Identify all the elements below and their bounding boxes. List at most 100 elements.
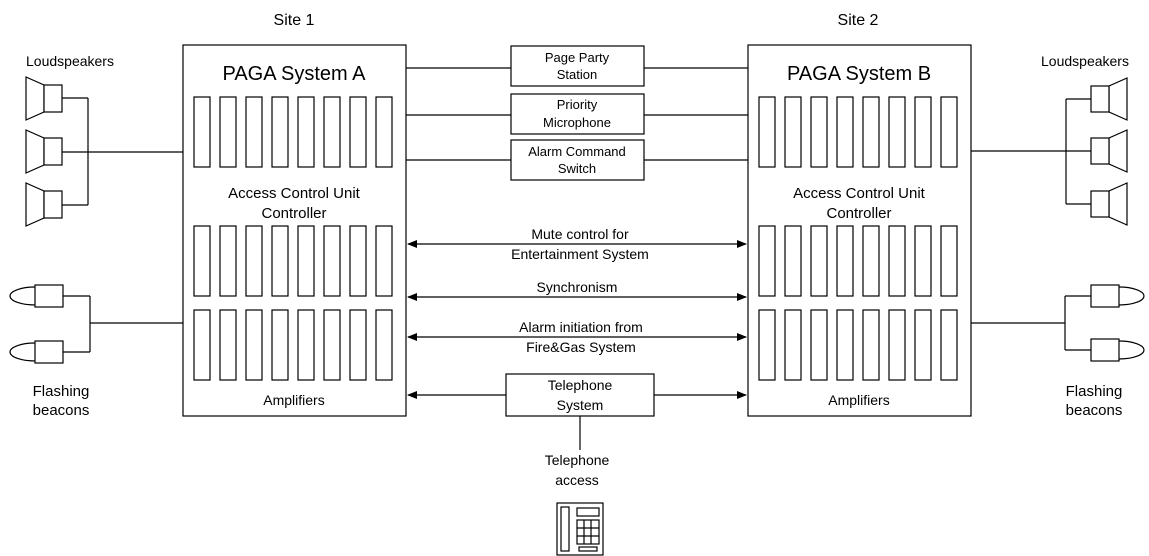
module-slot [193, 96, 211, 168]
system-a-amplifiers: Amplifiers [263, 392, 324, 408]
module-slot [349, 96, 367, 168]
loudspeaker-icon [25, 76, 63, 121]
synchronism-link: Synchronism [407, 279, 747, 301]
module-slot [271, 96, 289, 168]
telephone-system-line2: System [557, 397, 604, 413]
beacon-icon [1090, 284, 1145, 308]
left-loudspeakers-label: Loudspeakers [26, 53, 114, 69]
module-slot [245, 96, 263, 168]
module-slot [375, 309, 393, 381]
system-a-controller-line2: Controller [261, 205, 326, 222]
alarm-cmd-line2: Switch [558, 161, 596, 176]
mute-line2: Entertainment System [511, 246, 649, 262]
module-slot [271, 225, 289, 297]
left-loudspeakers [25, 76, 183, 227]
module-slot [758, 225, 776, 297]
left-flashing-beacons [9, 284, 183, 364]
module-slot [193, 225, 211, 297]
module-slot [836, 309, 854, 381]
module-slot [323, 96, 341, 168]
rack-row-b-bottom [758, 309, 958, 381]
beacon-icon [9, 340, 64, 364]
mute-control-link: Mute control for Entertainment System [407, 226, 747, 262]
module-slot [810, 225, 828, 297]
module-slot [862, 96, 880, 168]
left-flashing-line2: beacons [33, 402, 90, 419]
module-slot [862, 225, 880, 297]
module-slot [836, 225, 854, 297]
rack-row-a-top [193, 96, 393, 168]
priority-line2: Microphone [543, 115, 611, 130]
module-slot [297, 309, 315, 381]
module-slot [349, 225, 367, 297]
site-2-label: Site 2 [838, 12, 879, 29]
right-loudspeakers [971, 77, 1128, 226]
beacon-icon [1090, 338, 1145, 362]
module-slot [836, 96, 854, 168]
alarm-command-switch: Alarm Command Switch [406, 139, 748, 181]
telephone-access-line1: Telephone [545, 452, 610, 468]
system-b-amplifiers: Amplifiers [828, 392, 889, 408]
alarm-cmd-line1: Alarm Command [528, 144, 626, 159]
priority-line1: Priority [557, 97, 598, 112]
paga-system-b: PAGA System B Access Control Unit Contro… [747, 44, 972, 417]
telephone-access-line2: access [555, 472, 599, 488]
module-slot [219, 309, 237, 381]
module-slot [810, 96, 828, 168]
alarm-init-line1: Alarm initiation from [519, 319, 643, 335]
module-slot [375, 96, 393, 168]
module-slot [245, 225, 263, 297]
module-slot [940, 96, 958, 168]
module-slot [245, 309, 263, 381]
loudspeaker-icon [25, 182, 63, 227]
loudspeaker-icon [25, 129, 63, 174]
module-slot [888, 225, 906, 297]
loudspeaker-icon [1090, 129, 1128, 173]
module-slot [758, 96, 776, 168]
rack-row-b-top [758, 96, 958, 168]
module-slot [784, 225, 802, 297]
module-slot [914, 96, 932, 168]
system-b-controller-line1: Access Control Unit [793, 185, 926, 202]
module-slot [297, 96, 315, 168]
module-slot [784, 309, 802, 381]
module-slot [219, 96, 237, 168]
system-a-controller-line1: Access Control Unit [228, 185, 361, 202]
module-slot [297, 225, 315, 297]
right-loudspeakers-label: Loudspeakers [1041, 53, 1129, 69]
site-1-label: Site 1 [274, 12, 315, 29]
module-slot [888, 309, 906, 381]
left-flashing-line1: Flashing [33, 383, 90, 400]
module-slot [323, 309, 341, 381]
right-flashing-beacons [971, 284, 1145, 362]
loudspeaker-icon [1090, 77, 1128, 121]
system-b-controller-line2: Controller [826, 205, 891, 222]
module-slot [193, 309, 211, 381]
module-slot [349, 309, 367, 381]
alarm-initiation-link: Alarm initiation from Fire&Gas System [407, 319, 747, 355]
module-slot [271, 309, 289, 381]
module-slot [940, 309, 958, 381]
telephone-system-line1: Telephone [548, 377, 613, 393]
module-slot [375, 225, 393, 297]
sync-label: Synchronism [537, 279, 618, 295]
module-slot [914, 225, 932, 297]
rack-row-b-middle [758, 225, 958, 297]
rack-row-a-middle [193, 225, 393, 297]
right-flashing-line2: beacons [1066, 402, 1123, 419]
alarm-init-line2: Fire&Gas System [526, 339, 636, 355]
module-slot [810, 309, 828, 381]
priority-microphone: Priority Microphone [406, 93, 748, 135]
loudspeaker-icon [1090, 182, 1128, 226]
mute-line1: Mute control for [531, 226, 629, 242]
page-party-station: Page Party Station [406, 45, 748, 87]
module-slot [758, 309, 776, 381]
module-slot [219, 225, 237, 297]
telephone-icon [556, 502, 604, 556]
page-party-line1: Page Party [545, 50, 610, 65]
module-slot [914, 309, 932, 381]
rack-row-a-bottom [193, 309, 393, 381]
right-flashing-line1: Flashing [1066, 383, 1123, 400]
beacon-icon [9, 284, 64, 308]
